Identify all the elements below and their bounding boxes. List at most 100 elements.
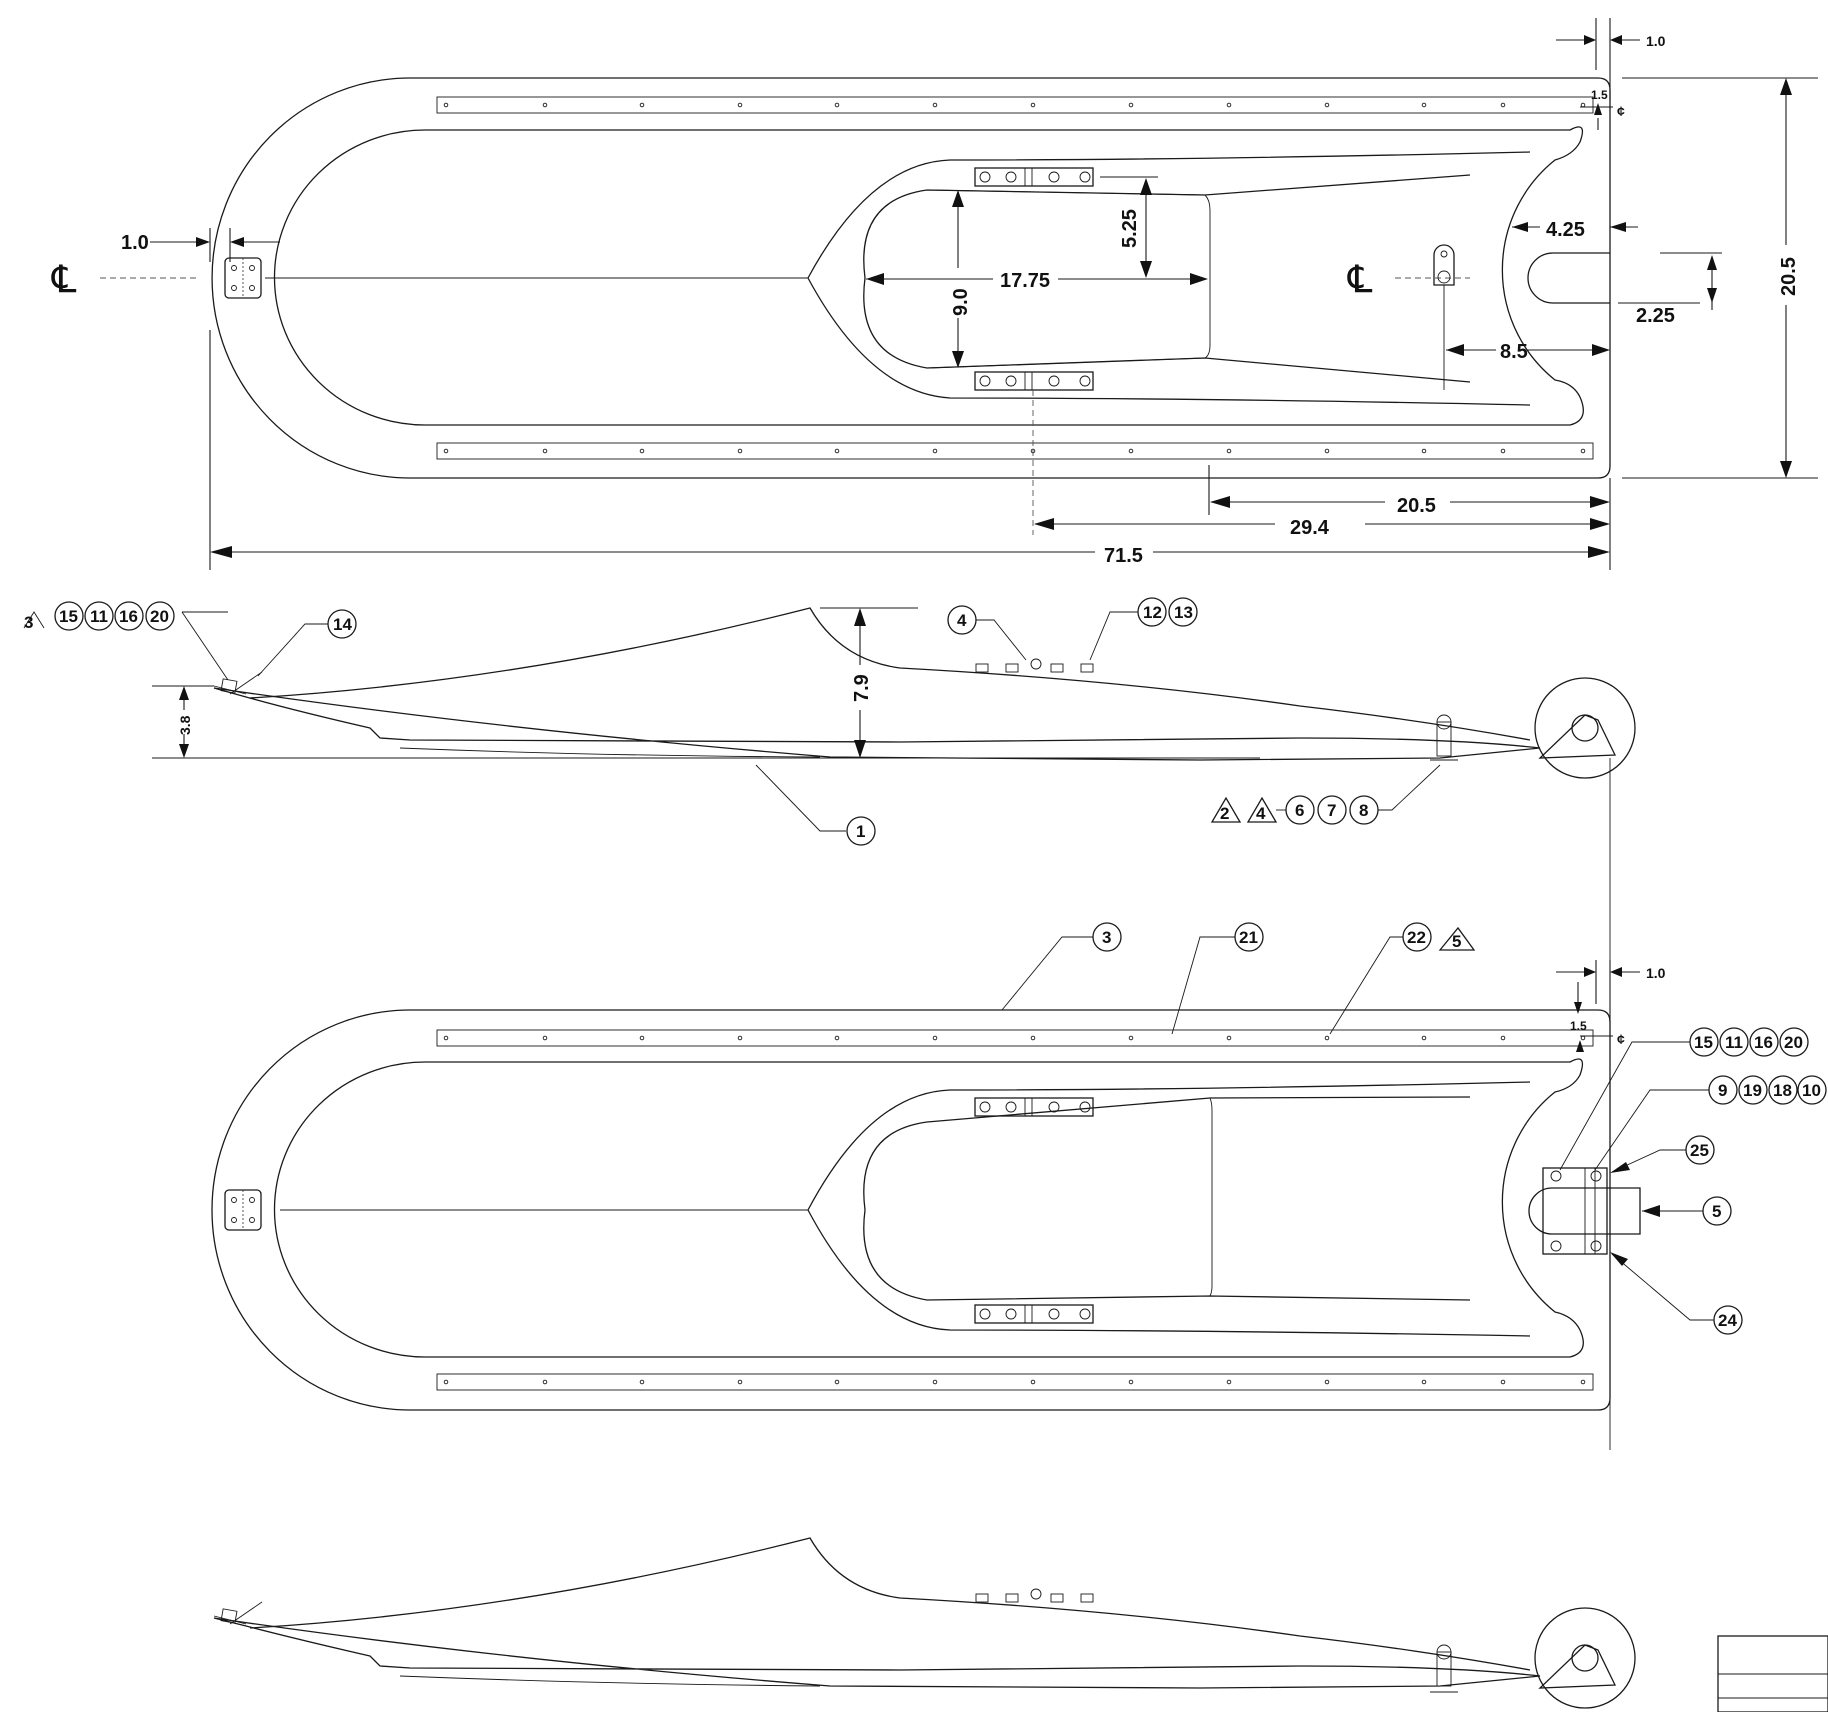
hull-outline-lower (211, 1009, 1611, 1411)
svg-text:15: 15 (1694, 1033, 1713, 1052)
balloon-7 (1317, 795, 1347, 825)
inner-contour-top (273, 126, 1584, 426)
dim-left-gap: 1.0 (121, 232, 149, 254)
side-elevation-view-2 (213, 1537, 1636, 1709)
top-plan-view: ℄ ℄ ¢ 1.0 1.5 20.5 1.0 (51, 18, 1818, 570)
balloon-1 (846, 816, 876, 846)
svg-text:7: 7 (1327, 801, 1336, 820)
dim-width: 20.5 (1778, 257, 1800, 296)
svg-text:4: 4 (1256, 804, 1266, 823)
svg-text:8: 8 (1359, 801, 1368, 820)
balloon-6 (1285, 795, 1315, 825)
cockpit-hinge-lower (974, 371, 1094, 391)
hull-profile-side (213, 687, 1541, 761)
centerline-label-left: ℄ (51, 257, 77, 301)
flag-4 (1246, 796, 1278, 823)
svg-text:13: 13 (1174, 603, 1193, 622)
rail-holes (443, 102, 1586, 454)
cockpit-hinge-upper (974, 167, 1094, 187)
balloon-12 (1137, 597, 1167, 627)
svg-text:20: 20 (1784, 1033, 1803, 1052)
dim-overall-length: 71.5 (1104, 545, 1143, 567)
dim-bottom-29-4: 29.4 (1290, 517, 1330, 539)
balloon-14 (327, 609, 357, 639)
dim-nose-height: 3.8 (177, 715, 193, 735)
svg-text:11: 11 (90, 607, 108, 626)
svg-text:4: 4 (957, 611, 967, 630)
nose-fitting-side (213, 671, 263, 695)
tail-slot-top (1527, 252, 1610, 304)
dim-pivot-offset: 8.5 (1500, 341, 1528, 363)
nose-hinge-top (224, 257, 262, 299)
flag-3-side: 3 (24, 613, 33, 632)
dim-slot-depth: 4.25 (1546, 219, 1585, 241)
balloon-5 (1702, 1196, 1732, 1226)
dim-insert-height: 5.25 (1119, 209, 1141, 248)
svg-text:24: 24 (1718, 1311, 1737, 1330)
rail-strip-bottom (436, 442, 1594, 460)
svg-text:9: 9 (1718, 1081, 1727, 1100)
svg-text:6: 6 (1295, 801, 1304, 820)
dim-cockpit-height: 7.9 (851, 674, 873, 702)
svg-text:16: 16 (119, 607, 138, 626)
dim-lower-gap: 1.0 (1646, 965, 1666, 981)
svg-text:21: 21 (1239, 928, 1258, 947)
dim-insert-width: 9.0 (950, 288, 972, 316)
svg-text:18: 18 (1773, 1081, 1792, 1100)
svg-text:16: 16 (1754, 1033, 1773, 1052)
cockpit-hardware-side (975, 658, 1094, 673)
svg-text:19: 19 (1743, 1081, 1762, 1100)
balloon-10 (1797, 1075, 1827, 1105)
svg-text:3: 3 (1102, 928, 1111, 947)
dim-slot-width: 2.25 (1636, 305, 1675, 327)
balloon-9 (1708, 1075, 1738, 1105)
centerline-label-small-lower: ¢ (1617, 1031, 1625, 1047)
svg-text:25: 25 (1690, 1141, 1709, 1160)
balloon-15-side (54, 601, 84, 631)
svg-text:5: 5 (1712, 1202, 1721, 1221)
balloon-20-lower (1779, 1027, 1809, 1057)
svg-text:14: 14 (333, 615, 352, 634)
dim-lower-offset: 1.5 (1570, 1019, 1587, 1033)
balloon-22 (1402, 922, 1432, 952)
svg-text:12: 12 (1143, 603, 1162, 622)
nose-hinge-lower (224, 1189, 262, 1231)
balloon-18 (1768, 1075, 1798, 1105)
balloon-21 (1234, 922, 1264, 952)
seat-panel-top (926, 189, 1211, 369)
svg-text:2: 2 (1220, 804, 1229, 823)
svg-text:15: 15 (59, 607, 78, 626)
dim-top-offset: 1.5 (1591, 88, 1608, 102)
svg-text:10: 10 (1802, 1081, 1821, 1100)
balloon-25 (1685, 1135, 1715, 1165)
lower-plan-view: 1.0 1.5 ¢ 3 21 22 5 15 11 16 20 9 19 (211, 922, 1827, 1411)
svg-text:5: 5 (1452, 932, 1461, 951)
rear-post-side (1430, 714, 1458, 761)
cockpit-inner-top (863, 174, 1471, 383)
balloon-20-side (145, 601, 175, 631)
balloon-3 (1092, 922, 1122, 952)
flag-5 (1438, 926, 1476, 951)
svg-text:1: 1 (856, 822, 865, 841)
tail-bracket-lower (1528, 1167, 1641, 1255)
svg-text:20: 20 (150, 607, 169, 626)
svg-text:22: 22 (1407, 928, 1426, 947)
balloon-15-lower (1689, 1027, 1719, 1057)
hull-outline-top (211, 77, 1611, 479)
side-elevation-view: 3.8 7.9 3 15 11 16 20 14 4 12 13 1 (23, 597, 1636, 1450)
balloon-11-side (84, 601, 114, 631)
balloon-19 (1738, 1075, 1768, 1105)
dim-insert-length: 17.75 (1000, 270, 1050, 292)
title-block (1717, 1635, 1828, 1712)
tail-wheel-side (1534, 677, 1636, 779)
centerline-label-right: ℄ (1347, 257, 1373, 301)
dim-top-gap: 1.0 (1646, 33, 1666, 49)
centerline-label-small-top: ¢ (1617, 103, 1625, 119)
balloon-11-lower (1719, 1027, 1749, 1057)
balloon-16-side (114, 601, 144, 631)
balloon-4 (947, 605, 977, 635)
svg-text:11: 11 (1725, 1033, 1743, 1052)
rail-strip-top (436, 96, 1594, 114)
pivot-tab-top (1433, 244, 1455, 390)
